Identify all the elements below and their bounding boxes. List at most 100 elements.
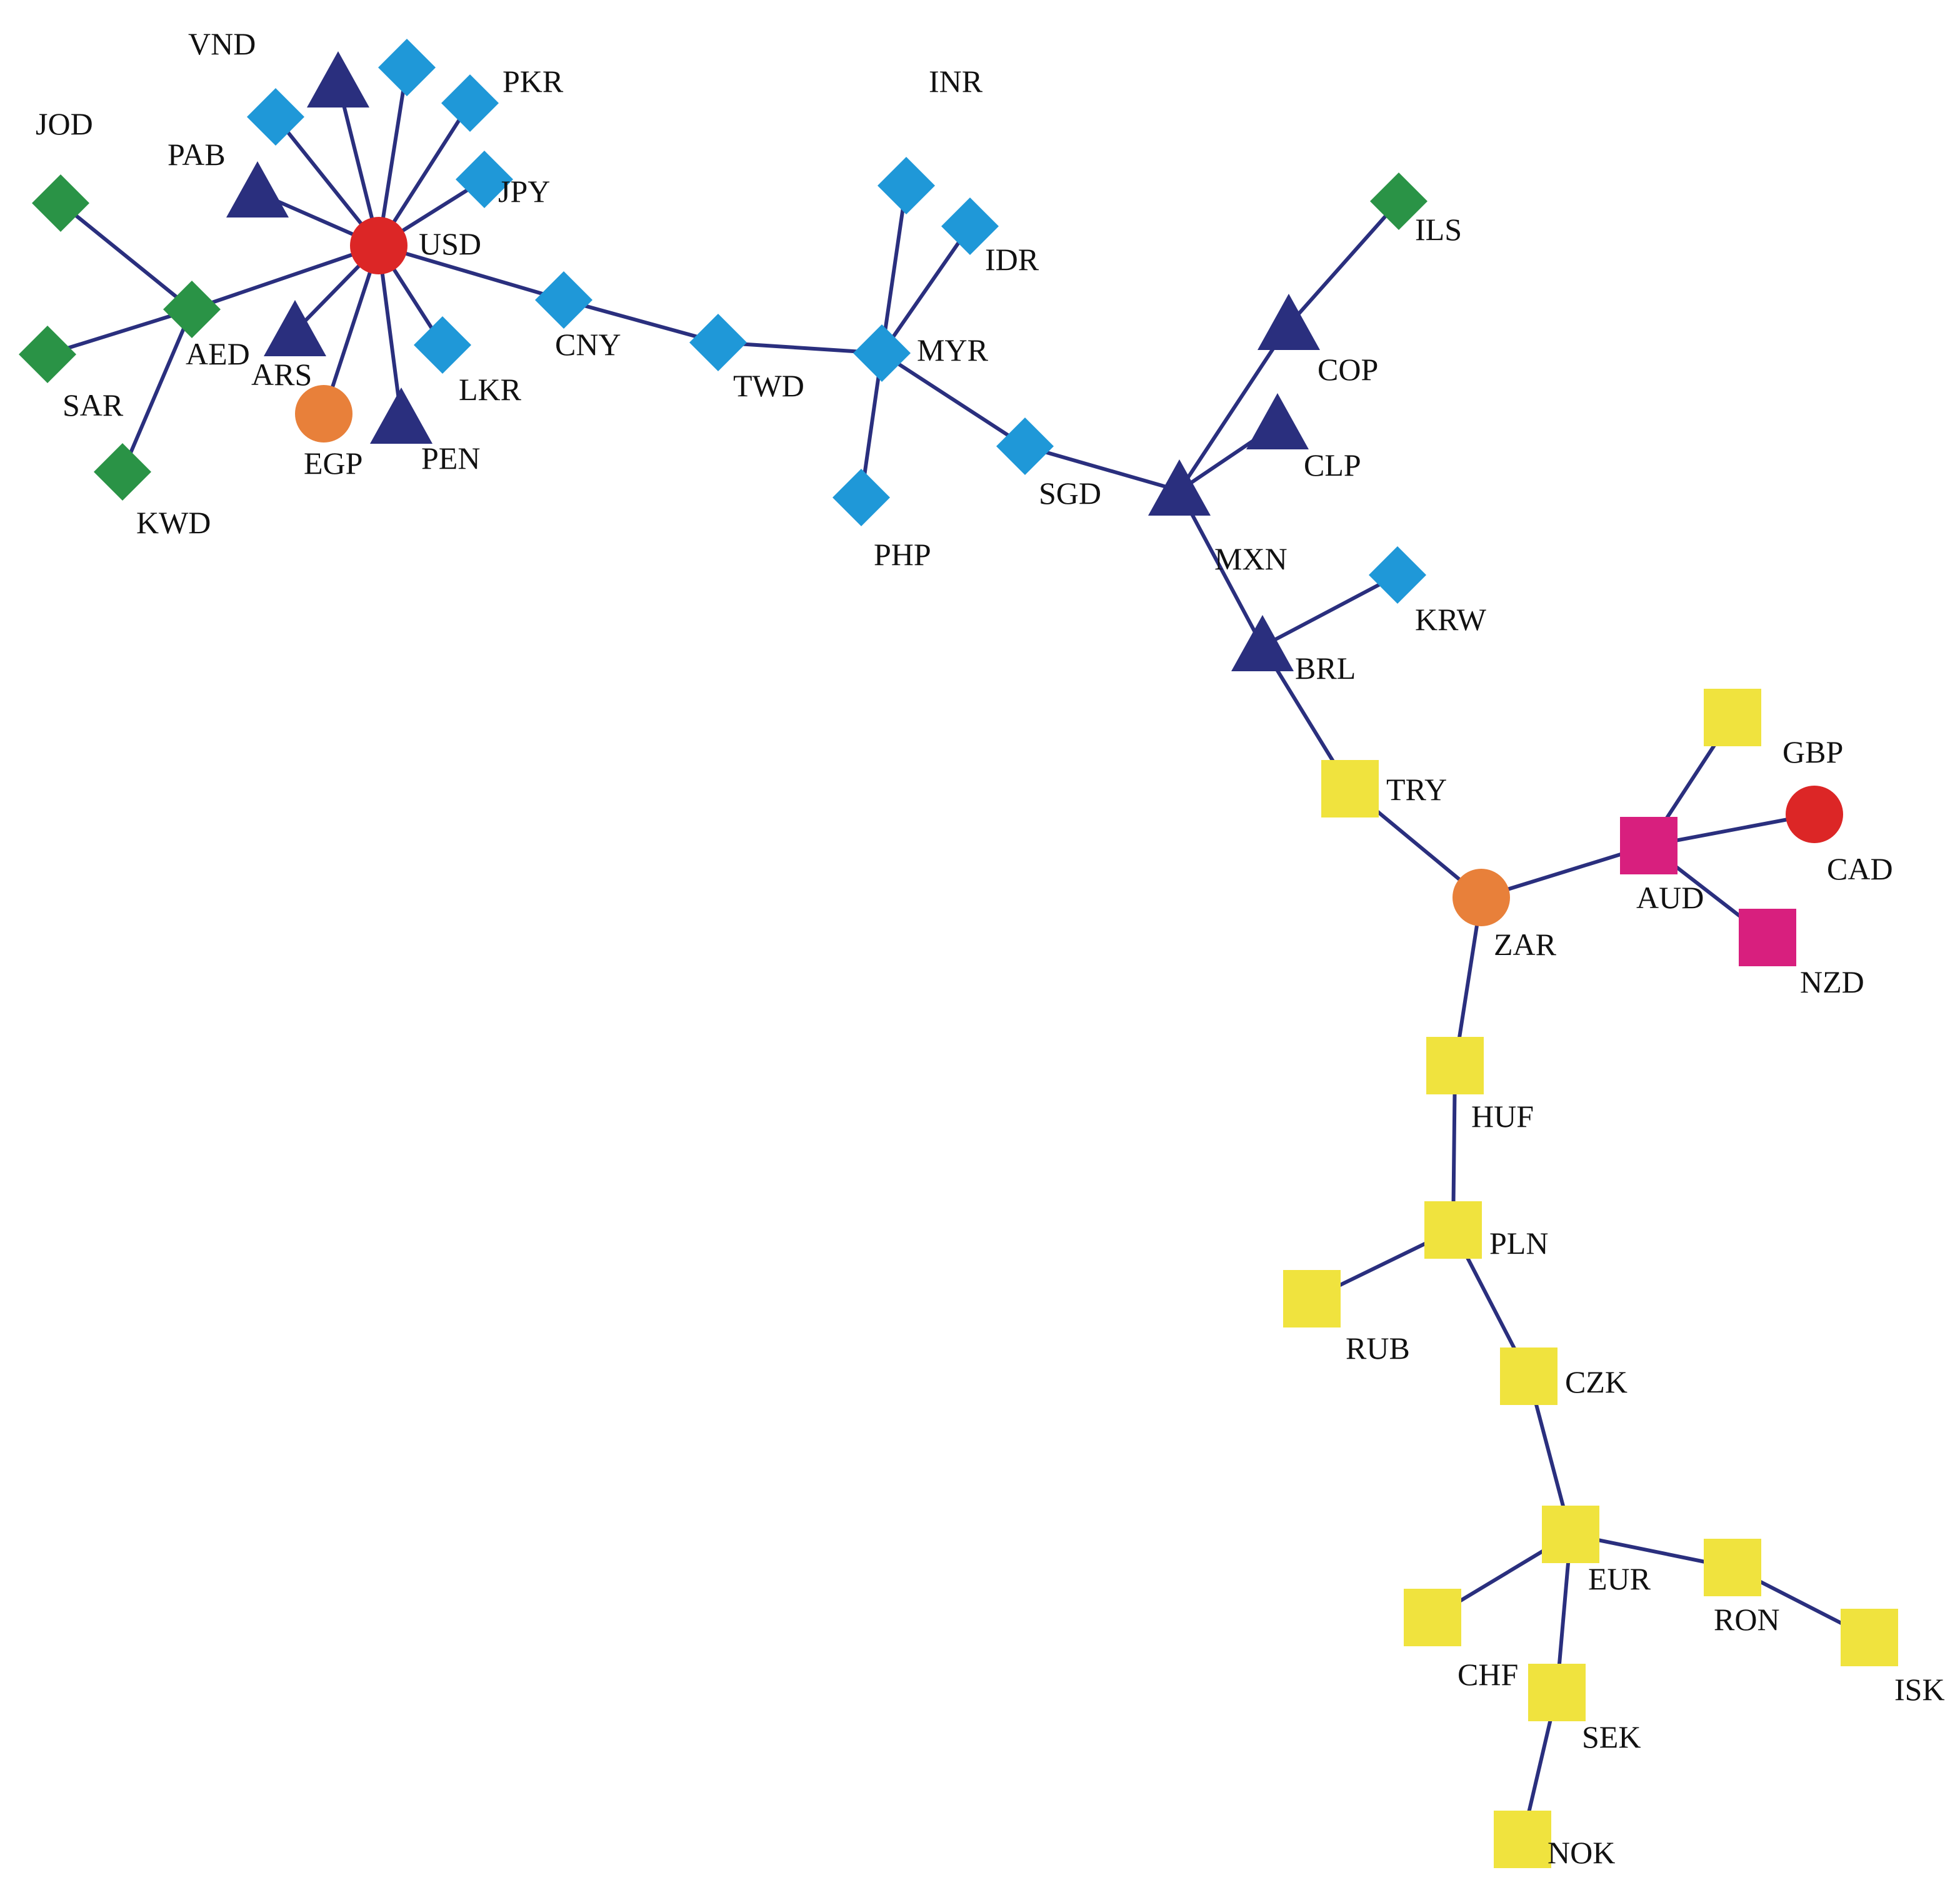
edge-sgd-mxn	[1023, 444, 1181, 492]
node-label-jod: JOD	[36, 106, 93, 141]
node-label-krw: KRW	[1415, 602, 1487, 637]
node-pkr-diamond	[441, 74, 499, 132]
edge-aed-sar	[46, 308, 194, 356]
node-label-pkr: PKR	[502, 64, 564, 99]
node-php-diamond	[832, 469, 890, 526]
node-nzd-square	[1739, 909, 1796, 966]
node-myr-diamond	[853, 324, 911, 382]
node-isk-square	[1841, 1609, 1898, 1666]
node-label-idr: IDR	[985, 242, 1039, 277]
node-label-ars: ARS	[251, 357, 312, 392]
node-cny-diamond	[535, 271, 592, 329]
node-sar-diamond	[19, 326, 76, 383]
edge-twd-myr	[716, 341, 884, 355]
node-label-cad: CAD	[1827, 851, 1893, 886]
edge-aed-kwd	[121, 308, 194, 474]
node-sgd-diamond	[996, 418, 1054, 475]
node-label-twd: TWD	[733, 368, 804, 403]
nodes-layer	[19, 39, 1898, 1868]
node-vnd-diamond	[247, 88, 304, 146]
node-label-czk: CZK	[1565, 1364, 1628, 1399]
edge-myr-sgd	[880, 351, 1027, 448]
node-label-huf: HUF	[1471, 1099, 1534, 1134]
node-inr-diamond	[878, 157, 935, 214]
node-twd-diamond	[689, 314, 747, 371]
node-label-nok: NOK	[1548, 1835, 1615, 1870]
node-ron-square	[1704, 1539, 1761, 1596]
node-jpy-diamond	[456, 151, 513, 208]
node-pln-square	[1424, 1201, 1482, 1259]
node-zar-circle	[1452, 869, 1510, 926]
edge-myr-idr	[880, 224, 972, 355]
edge-cny-twd	[562, 298, 720, 344]
node-label-egp: EGP	[304, 446, 362, 481]
node-label-pen: PEN	[421, 441, 480, 476]
node-huf-square	[1426, 1037, 1484, 1094]
node-ils-diamond	[1370, 172, 1428, 230]
node-nok-square	[1494, 1811, 1551, 1868]
node-cop-triangle	[1258, 294, 1320, 350]
node-label-ron: RON	[1714, 1602, 1780, 1637]
node-cad-circle	[1786, 786, 1843, 843]
node-label-try: TRY	[1386, 772, 1447, 807]
node-label-aud: AUD	[1636, 880, 1704, 915]
node-mxn-triangle	[1148, 459, 1211, 516]
node-label-aed: AED	[186, 336, 250, 371]
node-krw-diamond	[1369, 546, 1426, 604]
node-label-cop: COP	[1318, 352, 1378, 387]
node-label-sar: SAR	[62, 388, 124, 422]
node-label-vnd: VND	[188, 26, 256, 61]
node-label-isk: ISK	[1894, 1672, 1945, 1707]
node-label-myr: MYR	[917, 332, 989, 368]
node-thb-diamond	[378, 39, 436, 96]
node-label-rub: RUB	[1346, 1331, 1410, 1366]
edge-mxn-brl	[1178, 489, 1264, 648]
node-label-jpy: JPY	[498, 174, 550, 209]
node-label-pln: PLN	[1489, 1226, 1548, 1261]
node-aud-square	[1620, 817, 1678, 874]
node-label-mxn: MXN	[1214, 541, 1288, 576]
edge-cop-ils	[1287, 199, 1401, 327]
node-label-gbp: GBP	[1782, 734, 1843, 769]
node-rub-square	[1283, 1270, 1341, 1328]
node-label-nzd: NZD	[1800, 964, 1864, 999]
node-label-kwd: KWD	[136, 505, 211, 540]
node-label-vef: VEF	[332, 0, 391, 1]
node-czk-square	[1500, 1348, 1558, 1405]
node-label-chf: CHF	[1458, 1657, 1518, 1692]
edge-usd-pen	[377, 244, 403, 421]
node-kwd-diamond	[94, 443, 151, 501]
edge-mxn-cop	[1178, 323, 1291, 492]
node-sek-square	[1528, 1664, 1586, 1721]
node-idr-diamond	[941, 198, 999, 255]
node-label-sek: SEK	[1582, 1719, 1641, 1754]
node-brl-triangle	[1231, 615, 1294, 671]
node-label-usd: USD	[419, 226, 481, 261]
edge-usd-aed	[190, 244, 381, 311]
node-label-pab: PAB	[168, 137, 226, 172]
node-label-brl: BRL	[1295, 651, 1356, 686]
node-usd-circle	[350, 217, 408, 274]
node-label-lkr: LKR	[459, 372, 522, 407]
node-chf-square	[1404, 1589, 1461, 1646]
node-pab-triangle	[226, 161, 289, 218]
edge-myr-inr	[880, 184, 908, 355]
node-label-inr: INR	[929, 64, 983, 99]
node-jod-diamond	[32, 174, 89, 232]
node-label-eur: EUR	[1588, 1561, 1651, 1596]
node-egp-circle	[295, 385, 352, 442]
node-gbp-square	[1704, 689, 1761, 746]
node-label-php: PHP	[874, 537, 931, 572]
node-clp-triangle	[1246, 393, 1309, 449]
node-label-zar: ZAR	[1494, 927, 1557, 962]
node-pen-triangle	[370, 388, 432, 444]
edge-brl-krw	[1261, 573, 1399, 648]
node-label-ils: ILS	[1415, 212, 1462, 247]
node-eur-square	[1542, 1506, 1599, 1563]
node-lkr-diamond	[414, 316, 471, 374]
edge-aed-jod	[59, 201, 194, 311]
node-try-square	[1321, 760, 1379, 818]
edge-usd-thb	[377, 66, 409, 248]
node-aed-diamond	[163, 281, 221, 338]
